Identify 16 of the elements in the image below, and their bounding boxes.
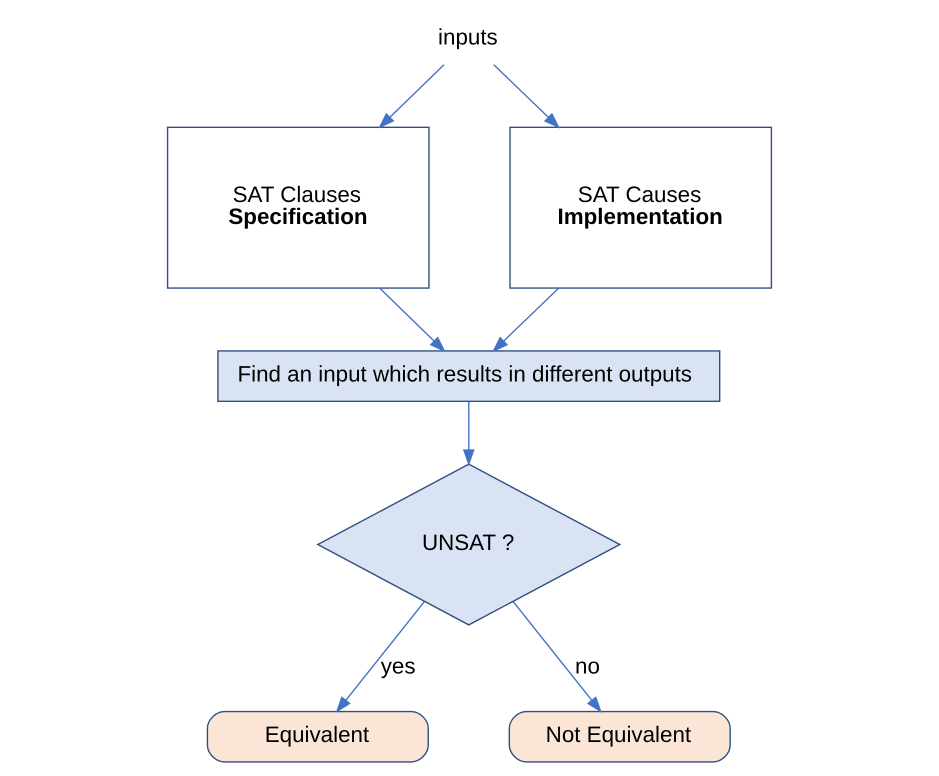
node-box: Not Equivalent <box>508 710 731 763</box>
edge-label: no <box>575 654 600 679</box>
arrow <box>492 288 559 352</box>
node-box: SAT Clauses Specification <box>166 126 430 289</box>
node-box: Find an input which results in different outputs <box>217 350 720 402</box>
arrow <box>380 288 446 352</box>
arrow <box>336 601 425 713</box>
node-box: SAT Causes Implementation <box>509 126 772 289</box>
node-text: inputs <box>438 24 498 50</box>
arrow <box>512 601 602 713</box>
edge-label: yes <box>380 654 416 679</box>
node-diamond: UNSAT ? <box>316 463 622 626</box>
arrow <box>493 64 560 129</box>
node-box: Equivalent <box>206 710 429 763</box>
arrow <box>378 64 444 129</box>
arrow <box>462 402 475 466</box>
